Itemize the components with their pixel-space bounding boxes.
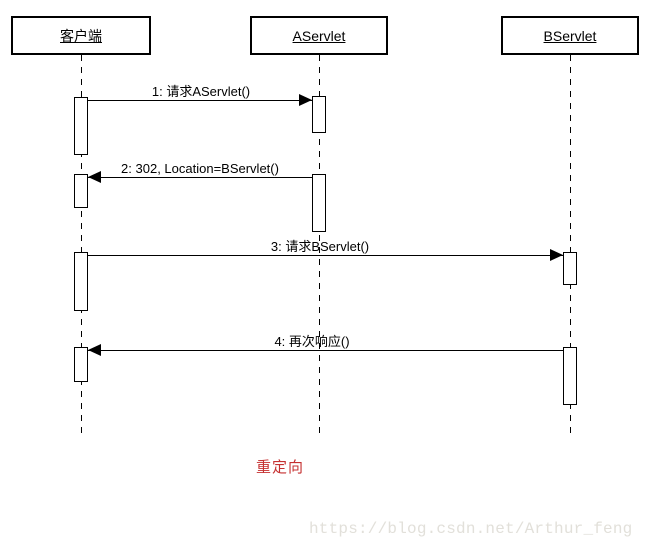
arrowhead-right-icon: [299, 94, 312, 106]
message-line-4: [88, 350, 563, 351]
actor-label-aservlet: AServlet: [292, 27, 346, 44]
arrowhead-left-icon: [88, 344, 101, 356]
activation-bar-client-1: [74, 97, 88, 155]
activation-bar-client-4: [74, 347, 88, 382]
message-line-2: [88, 177, 312, 178]
actor-box-client: 客户端: [11, 16, 151, 55]
activation-bar-aservlet-2: [312, 174, 326, 232]
activation-bar-bservlet-1: [563, 252, 577, 285]
actor-label-bservlet: BServlet: [543, 27, 597, 44]
message-label-4: 4: 再次响应(): [274, 334, 350, 349]
lifeline-aservlet: [319, 55, 320, 433]
actor-label-client: 客户端: [60, 27, 102, 44]
arrowhead-left-icon: [88, 171, 101, 183]
activation-bar-aservlet-1: [312, 96, 326, 133]
message-line-1: [88, 100, 312, 101]
message-label-2: 2: 302, Location=BServlet(): [121, 161, 279, 176]
message-line-3: [88, 255, 563, 256]
message-label-1: 1: 请求AServlet(): [151, 84, 251, 99]
redirect-annotation: 重定向: [256, 459, 305, 476]
activation-bar-client-3: [74, 252, 88, 311]
actor-box-bservlet: BServlet: [501, 16, 639, 55]
message-label-3: 3: 请求BServlet(): [270, 239, 370, 254]
actor-box-aservlet: AServlet: [250, 16, 388, 55]
watermark-url: https://blog.csdn.net/Arthur_feng: [309, 520, 633, 538]
activation-bar-bservlet-2: [563, 347, 577, 405]
lifeline-bservlet: [570, 55, 571, 433]
lifeline-client: [81, 55, 82, 433]
activation-bar-client-2: [74, 174, 88, 208]
arrowhead-right-icon: [550, 249, 563, 261]
